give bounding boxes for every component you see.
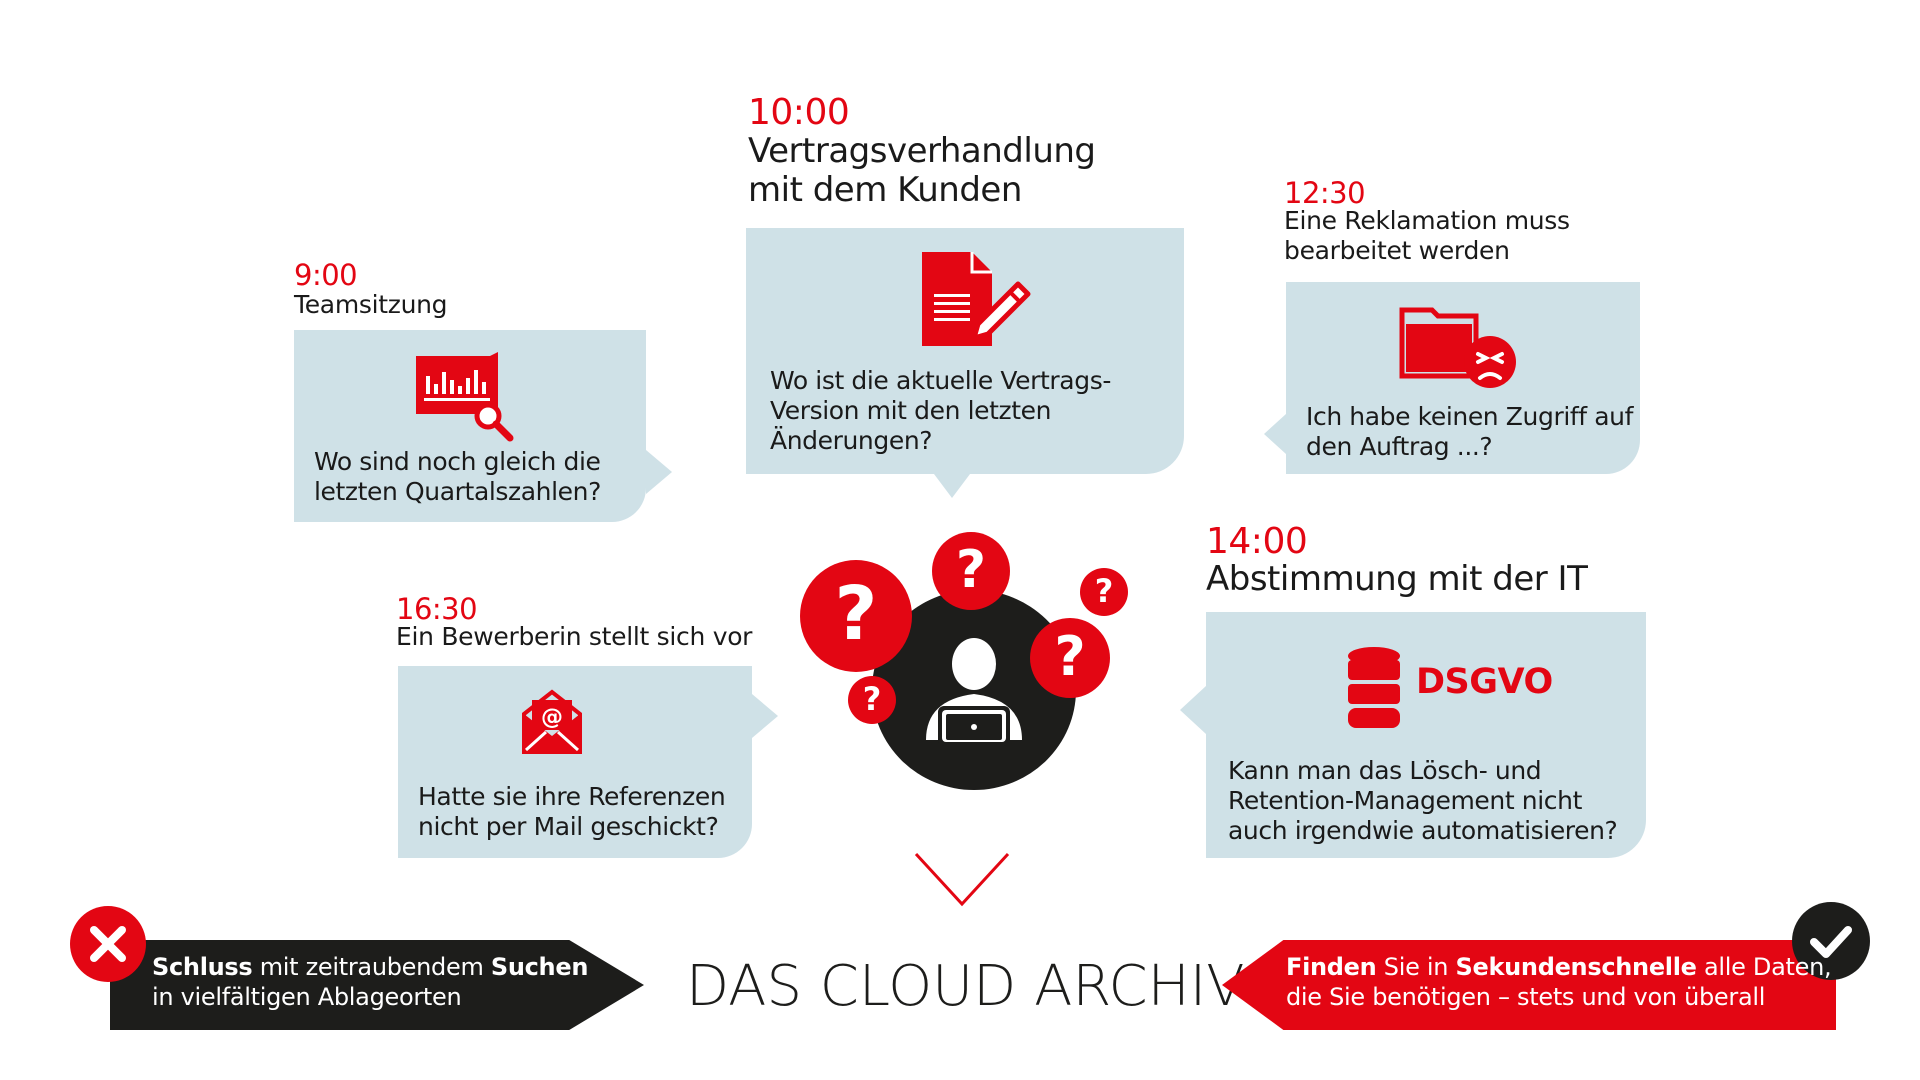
question-mark-top: ? xyxy=(955,540,987,600)
time-teamsitzung: 9:00 xyxy=(294,258,358,292)
bubble-tail-teamsitzung xyxy=(646,450,672,494)
folder-angry-icon xyxy=(1398,302,1522,396)
question-mark-small-left: ? xyxy=(862,680,882,718)
text-vertrag: Wo ist die aktuelle Vertrags- Version mi… xyxy=(770,366,1111,455)
banner-left-text: Schluss mit zeitraubendem Suchen in viel… xyxy=(152,953,589,1011)
time-reklamation: 12:30 xyxy=(1284,176,1366,210)
dsgvo-badge: DSGVO xyxy=(1416,662,1553,702)
text-teamsitzung: Wo sind noch gleich die letzten Quartals… xyxy=(314,447,601,506)
text-reklamation: Ich habe keinen Zugriff auf den Auftrag … xyxy=(1306,402,1633,461)
bubble-tail-it xyxy=(1180,686,1206,734)
title-vertrag: Vertragsverhandlung mit dem Kunden xyxy=(748,131,1096,210)
question-bubble-top xyxy=(932,532,1010,610)
title-reklamation: Eine Reklamation muss bearbeitet werden xyxy=(1284,206,1570,265)
bubble-bewerberin xyxy=(398,666,752,858)
checkmark-icon xyxy=(1792,902,1870,980)
question-bubble-large xyxy=(800,560,912,672)
banner-right xyxy=(1222,940,1836,1030)
time-it: 14:00 xyxy=(1206,521,1308,562)
time-vertrag: 10:00 xyxy=(748,92,850,133)
email-icon: @ xyxy=(520,686,584,756)
question-bubble-small-right xyxy=(1080,568,1128,616)
chart-search-icon xyxy=(414,350,518,442)
question-bubble-small-left xyxy=(848,676,896,724)
person-laptop-icon xyxy=(912,628,1036,752)
banner-right-text: Finden Sie in Sekundenschnelle alle Date… xyxy=(1286,953,1832,1011)
title-teamsitzung: Teamsitzung xyxy=(294,290,448,319)
text-bewerberin: Hatte sie ihre Referenzen nicht per Mail… xyxy=(418,782,726,841)
text-it: Kann man das Lösch- und Retention-Manage… xyxy=(1228,756,1618,845)
title-it: Abstimmung mit der IT xyxy=(1206,559,1588,599)
question-mark-large: ? xyxy=(834,571,878,657)
chevron-down-icon xyxy=(914,852,1010,908)
headline: DAS CLOUD ARCHIV xyxy=(686,954,1245,1019)
bubble-it xyxy=(1206,612,1646,858)
question-mark-right: ? xyxy=(1054,625,1086,688)
banner-left xyxy=(110,940,644,1030)
database-icon xyxy=(1346,646,1402,730)
question-mark-small-right: ? xyxy=(1094,572,1114,610)
close-icon xyxy=(70,906,146,982)
svg-text:@: @ xyxy=(541,705,563,730)
question-bubble-right xyxy=(1030,618,1110,698)
title-bewerberin: Ein Bewerberin stellt sich vor xyxy=(396,622,753,651)
bubble-tail-reklamation xyxy=(1264,414,1286,454)
time-bewerberin: 16:30 xyxy=(396,592,478,626)
bubble-tail-bewerberin xyxy=(752,694,778,738)
bubble-tail-vertrag xyxy=(934,474,970,498)
document-edit-icon xyxy=(918,250,1038,352)
